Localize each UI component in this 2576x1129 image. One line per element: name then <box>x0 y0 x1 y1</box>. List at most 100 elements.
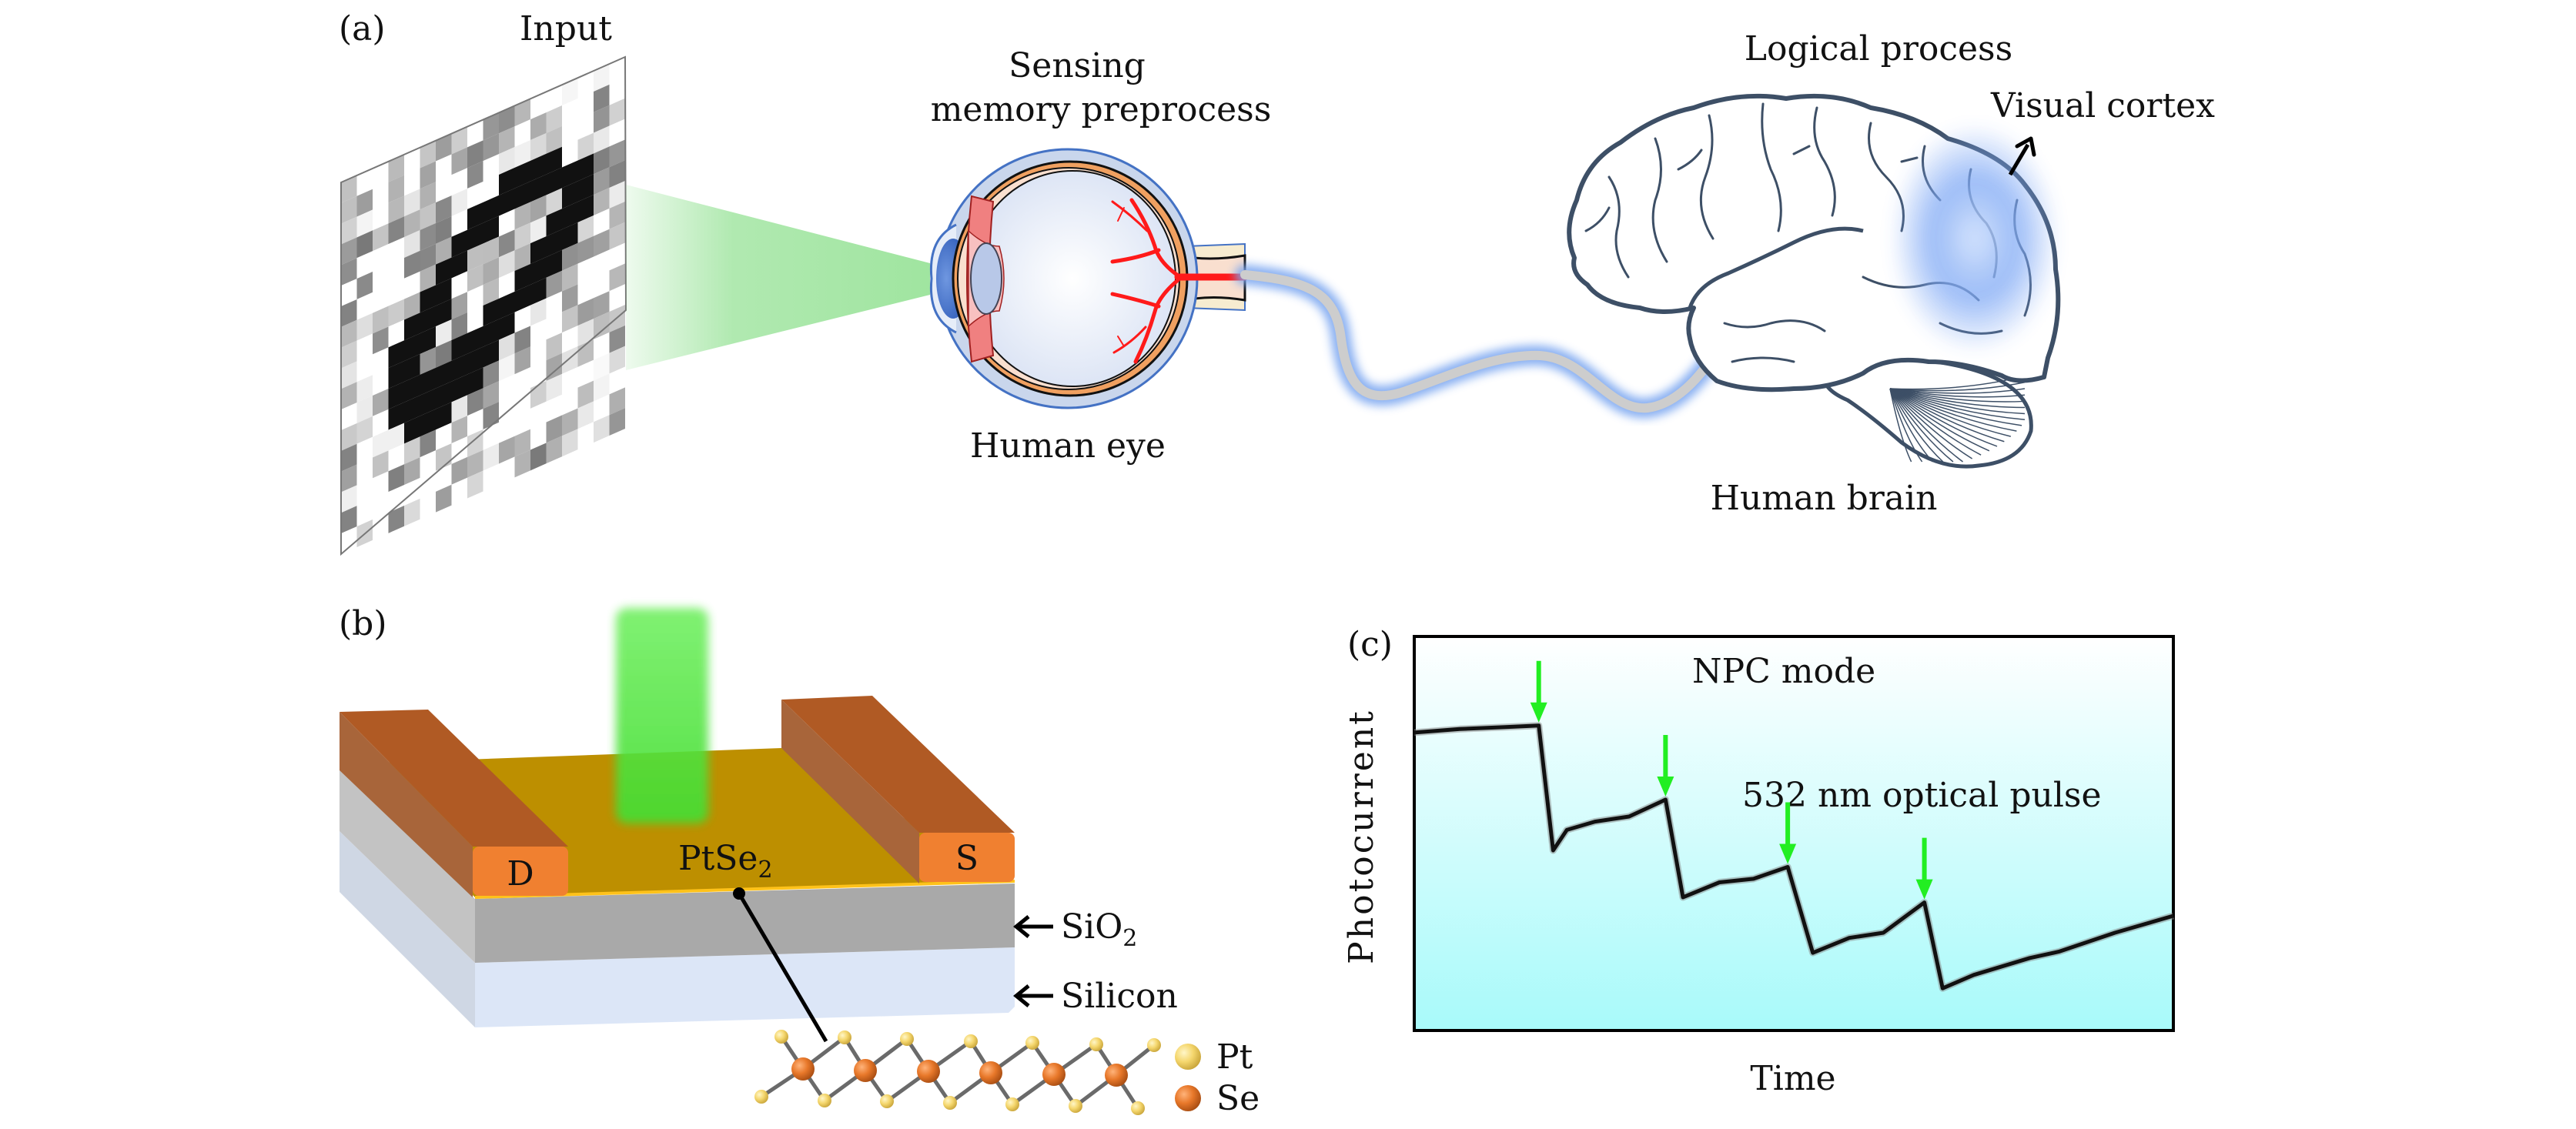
pixel <box>530 174 547 202</box>
pixel <box>499 415 515 443</box>
cerebellum-line <box>1889 388 2026 398</box>
pixel <box>499 312 515 340</box>
pixel <box>404 250 420 279</box>
pixel <box>499 456 515 485</box>
pixel <box>530 215 547 244</box>
se-atom <box>854 1059 877 1082</box>
sio2-label: SiO2 <box>1061 907 1137 952</box>
pixel <box>499 332 515 361</box>
pixel <box>483 339 499 368</box>
cerebellum-line <box>1889 388 2017 432</box>
pixel <box>451 395 467 423</box>
se-atom <box>1105 1064 1128 1087</box>
pixel <box>546 188 562 216</box>
pixel <box>594 146 610 175</box>
cerebellum-line <box>1889 388 1933 463</box>
pixel <box>373 161 389 189</box>
pixel <box>436 402 452 430</box>
pixel <box>577 339 594 367</box>
pixel <box>530 298 547 326</box>
pixel <box>373 450 389 479</box>
pixel <box>609 119 625 147</box>
pixel <box>467 449 483 478</box>
pixel <box>483 360 499 389</box>
pixel <box>530 112 547 140</box>
pixel <box>594 312 610 339</box>
pixel <box>577 359 594 388</box>
cerebellum-line <box>1889 388 1973 459</box>
pixel <box>436 154 452 182</box>
pixel <box>373 244 389 272</box>
pixel <box>467 119 483 148</box>
pixel <box>404 478 420 506</box>
pixel <box>499 188 515 216</box>
visual-cortex-glow <box>1890 123 2059 354</box>
pixel <box>467 306 483 333</box>
pixel <box>356 457 373 486</box>
pixel <box>499 229 515 258</box>
pixel <box>514 305 530 333</box>
pixel <box>436 360 452 389</box>
pixel <box>420 223 436 251</box>
cerebellum-line <box>1889 388 2026 402</box>
pixel <box>373 326 389 355</box>
pixel <box>577 422 594 450</box>
pixel <box>546 373 562 402</box>
se-atom <box>917 1060 940 1083</box>
pixel <box>594 167 610 195</box>
cerebellum-line <box>1889 388 1963 463</box>
pt-atom <box>1089 1037 1103 1051</box>
pt-atom <box>754 1090 768 1104</box>
pixel <box>530 132 547 161</box>
pixel <box>530 153 547 182</box>
panel-b: (b) D S <box>339 604 1260 1118</box>
pixel <box>388 175 404 203</box>
pixel <box>577 71 594 99</box>
cerebellum-line <box>1889 388 2026 415</box>
pixel <box>546 125 562 154</box>
pixel <box>594 394 610 423</box>
pixel <box>373 265 389 292</box>
pixel <box>420 429 436 458</box>
pt-atom <box>1069 1099 1082 1113</box>
pixel <box>467 326 483 354</box>
device-schematic: D S PtSe2 <box>340 608 1015 1043</box>
pixel <box>341 237 357 266</box>
pixel <box>483 278 499 306</box>
sio2-side-face <box>340 770 475 963</box>
pixel <box>388 154 404 182</box>
brain-label: Human brain <box>1711 479 1938 518</box>
pixel <box>499 105 515 134</box>
cerebellum-line <box>1889 388 1990 452</box>
pixel <box>373 285 389 313</box>
pixel <box>356 189 373 217</box>
pixel <box>467 140 483 169</box>
pt-atom <box>1131 1101 1145 1115</box>
chart-plot-area <box>1413 635 2175 1032</box>
pixel <box>577 215 594 243</box>
pixel <box>356 292 373 320</box>
cerebellum-line <box>1889 388 1912 463</box>
pixel <box>388 402 404 430</box>
pixel <box>388 340 404 369</box>
pixel <box>341 361 357 389</box>
pixel <box>514 408 530 436</box>
pixel <box>420 264 436 292</box>
pixel <box>356 168 373 196</box>
pixel <box>499 271 515 299</box>
pixel <box>483 215 499 244</box>
pixel <box>420 202 436 231</box>
pixel <box>594 332 610 360</box>
pt-atom <box>1005 1097 1019 1111</box>
pixel <box>451 416 467 444</box>
sio2-front-face <box>475 883 1015 963</box>
pixel <box>530 277 547 306</box>
cerebellum-line <box>1889 388 1982 456</box>
pixel <box>562 263 578 292</box>
pixel <box>420 409 436 437</box>
pointer-line <box>737 892 828 1043</box>
se-atom <box>791 1057 815 1081</box>
pixel <box>420 140 436 169</box>
pixel <box>404 230 420 258</box>
pixel <box>467 161 483 189</box>
